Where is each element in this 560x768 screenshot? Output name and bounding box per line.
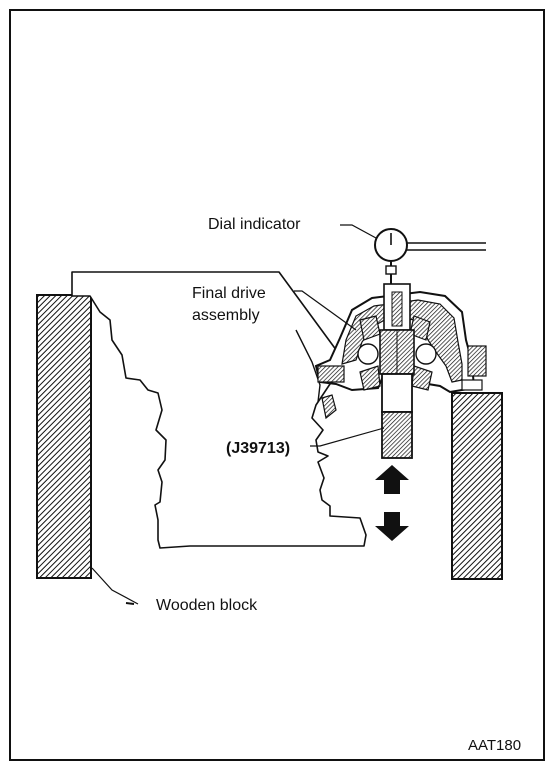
wooden-block-right	[451, 392, 503, 580]
wooden-block-left	[36, 294, 92, 579]
leader-dial-indicator	[340, 224, 377, 239]
dial-indicator	[374, 228, 486, 284]
final-drive-assembly	[314, 283, 487, 394]
leader-final-drive	[294, 290, 357, 331]
case-ridge	[295, 329, 321, 403]
figure-frame	[9, 9, 545, 761]
leader-tool	[310, 427, 385, 447]
wooden-block-label: Wooden block	[156, 597, 258, 614]
case-fin	[321, 394, 337, 420]
final-drive-label-line1: Final drive	[192, 285, 266, 302]
leader-wooden-block	[91, 567, 139, 605]
final-drive-label-line2: assembly	[192, 307, 260, 324]
special-tool-shaft	[381, 373, 413, 459]
dial-indicator-label: Dial indicator	[208, 216, 301, 233]
figure-code-label: AAT180	[468, 737, 522, 754]
leader-tick	[125, 602, 135, 605]
arrow-down-icon	[375, 512, 409, 541]
tool-label: (J39713)	[226, 440, 291, 457]
arrow-up-icon	[375, 465, 409, 494]
transmission-case	[71, 271, 367, 549]
